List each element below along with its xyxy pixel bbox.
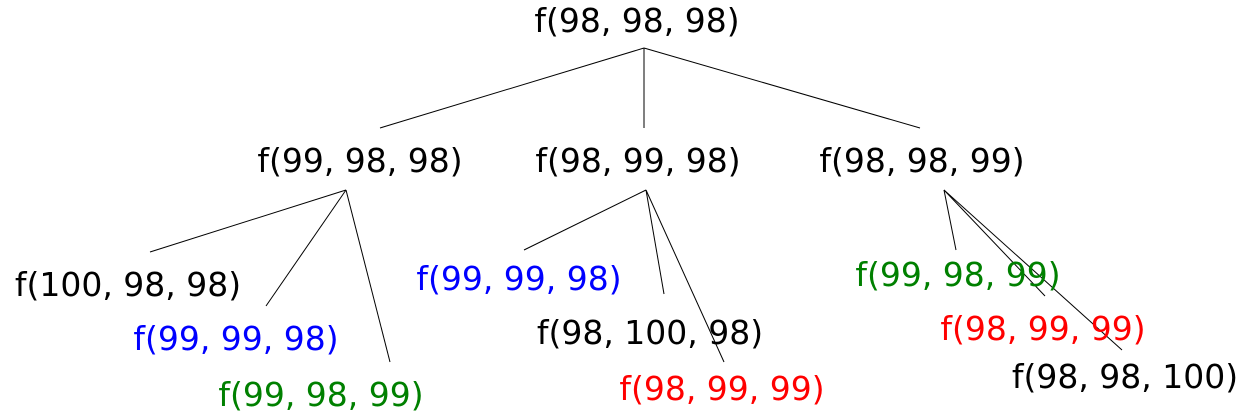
edge-n2-n9	[645, 189, 725, 363]
node-label: f(99, 98, 98)	[257, 141, 462, 180]
edge-n3-n10	[943, 189, 957, 251]
node-label: f(99, 98, 99)	[855, 255, 1060, 294]
edge-n0-n3	[643, 47, 921, 129]
tree-edges	[149, 47, 1123, 363]
node-label: f(98, 99, 99)	[619, 369, 824, 408]
edge-n3-n11	[943, 189, 1046, 297]
edge-n1-n4	[149, 189, 347, 253]
node-label: f(98, 99, 98)	[535, 141, 740, 180]
edge-n2-n8	[645, 189, 665, 295]
node-label: f(99, 98, 99)	[218, 375, 423, 413]
node-label: f(98, 99, 99)	[940, 309, 1145, 348]
node-label: f(99, 99, 98)	[133, 319, 338, 358]
node-label: f(98, 100, 98)	[537, 313, 763, 352]
node-label: f(100, 98, 98)	[15, 265, 241, 304]
edge-n1-n6	[345, 189, 391, 363]
edge-n2-n7	[523, 189, 647, 251]
tree-nodes: f(98, 98, 98) f(99, 98, 98) f(98, 99, 98…	[15, 1, 1238, 413]
node-label: f(98, 98, 99)	[819, 141, 1024, 180]
edge-n1-n5	[265, 189, 347, 307]
node-label: f(98, 98, 100)	[1012, 357, 1238, 396]
edge-n0-n1	[379, 47, 645, 129]
edge-n3-n12	[943, 189, 1123, 351]
node-label: f(98, 98, 98)	[534, 1, 739, 40]
node-label: f(99, 99, 98)	[416, 259, 621, 298]
